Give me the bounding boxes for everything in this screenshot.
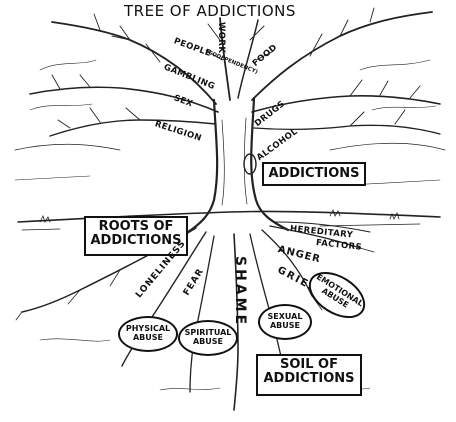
physical-abuse-line1: PHYSICAL <box>125 324 171 334</box>
soil-item-sexual-abuse: SEXUAL ABUSE <box>258 304 312 340</box>
addictions-box: ADDICTIONS <box>262 162 366 186</box>
sexual-abuse-line2: ABUSE <box>269 321 300 330</box>
physical-abuse-line2: ABUSE <box>132 333 163 342</box>
roots-box-line1: ROOTS OF <box>98 219 174 234</box>
soil-of-addictions-box: SOIL OF ADDICTIONS <box>256 354 362 396</box>
branch-label-work: WORK <box>216 22 226 54</box>
diagram-title: TREE OF ADDICTIONS <box>124 2 296 20</box>
spiritual-abuse-line1: SPIRITUAL <box>184 328 232 338</box>
soil-box-line2: ADDICTIONS <box>263 370 355 386</box>
addictions-label: ADDICTIONS <box>268 166 360 181</box>
soil-box-line1: SOIL OF <box>280 357 338 372</box>
soil-item-spiritual-abuse: SPIRITUAL ABUSE <box>178 320 238 356</box>
roots-of-addictions-box: ROOTS OF ADDICTIONS <box>84 216 188 256</box>
sexual-abuse-line1: SEXUAL <box>267 312 303 322</box>
spiritual-abuse-line2: ABUSE <box>192 337 223 346</box>
soil-item-physical-abuse: PHYSICAL ABUSE <box>118 316 178 352</box>
roots-box-line2: ADDICTIONS <box>90 232 182 248</box>
root-label-shame: SHAME <box>232 256 248 328</box>
